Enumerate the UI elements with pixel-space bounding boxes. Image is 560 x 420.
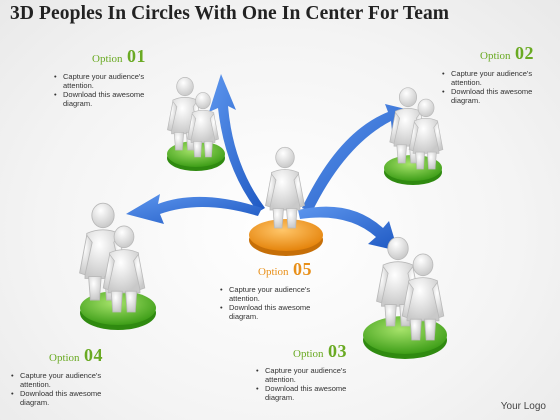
option-01-bullet-2: Download this awesome diagram. [54,90,166,108]
option-02-bullets: Capture your audience's attention. Downl… [442,69,554,105]
option-02-bullet-2: Download this awesome diagram. [442,87,554,105]
option-01-number: 01 [127,46,147,66]
option-04-bullet-1: Capture your audience's attention. [11,371,123,389]
option-03-bullet-1: Capture your audience's attention. [256,366,368,384]
option-02-bullet-1: Capture your audience's attention. [442,69,554,87]
option-02-label: Option 02 [480,43,534,64]
option-05-bullet-2: Download this awesome diagram. [220,303,332,321]
option-04-number: 04 [84,345,104,365]
arrow-to-option-04 [126,194,262,224]
option-01-bullet-1: Capture your audience's attention. [54,72,166,90]
option-03-number: 03 [328,341,348,361]
option-01-label: Option 01 [92,46,146,67]
option-04-word: Option [49,352,80,364]
option-03-bullets: Capture your audience's attention. Downl… [256,366,368,402]
option-05-bullet-1: Capture your audience's attention. [220,285,332,303]
option-05-bullets: Capture your audience's attention. Downl… [220,285,332,321]
option-05-label: Option 05 [258,259,312,280]
option-01-bullets: Capture your audience's attention. Downl… [54,72,166,108]
page-title: 3D Peoples In Circles With One In Center… [10,3,450,24]
option-02-number: 02 [515,43,535,63]
option-03-label: Option 03 [293,341,347,362]
logo-text: Your Logo [500,401,546,412]
option-03-bullet-2: Download this awesome diagram. [256,384,368,402]
option-05-word: Option [258,266,289,278]
option-01-word: Option [92,53,123,65]
arrow-to-option-01 [209,74,265,212]
arrow-to-option-03 [298,206,398,251]
platform-option-05 [249,219,323,256]
person-figure-05 [265,146,305,229]
option-04-bullet-2: Download this awesome diagram. [11,389,123,407]
option-05-number: 05 [293,259,313,279]
option-04-label: Option 04 [49,345,103,366]
option-02-word: Option [480,50,511,62]
option-04-bullets: Capture your audience's attention. Downl… [11,371,123,407]
option-03-word: Option [293,348,324,360]
